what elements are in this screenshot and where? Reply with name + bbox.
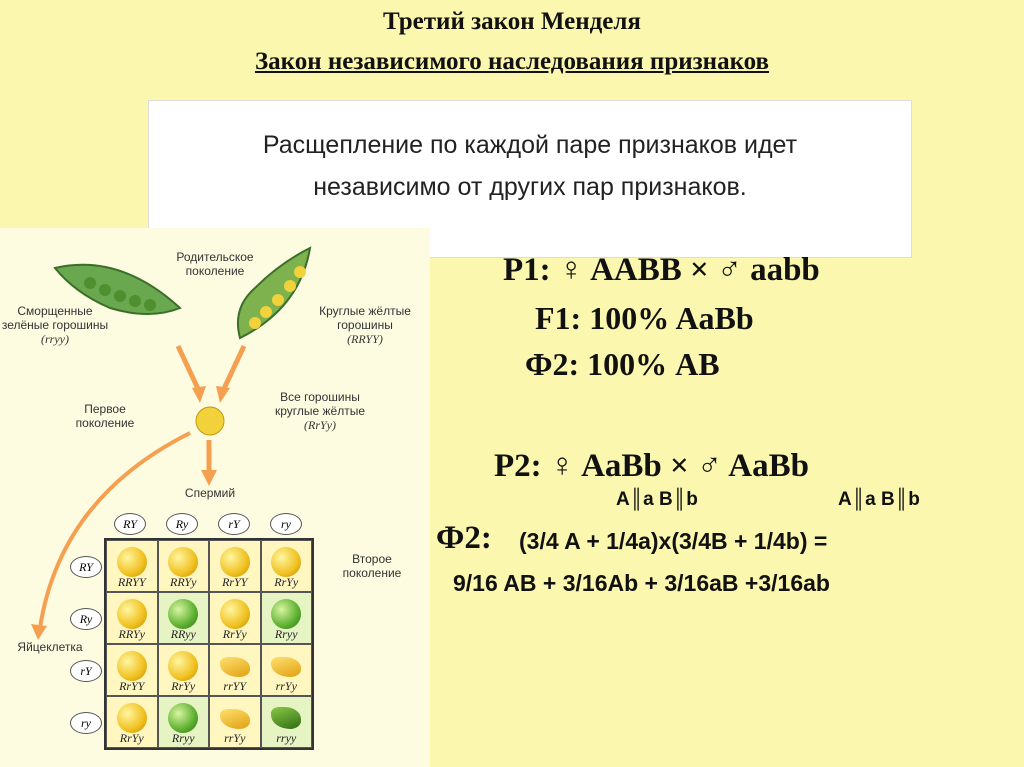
genotype-label: (RrYy) [304, 418, 336, 432]
female-gamete-rY: rY [70, 660, 102, 682]
genotype-label: RrYy [274, 575, 299, 589]
pea-icon [219, 547, 250, 577]
female-gamete-RY: RY [70, 556, 102, 578]
punnett-cell: RrYY [209, 540, 261, 592]
punnett-cell: Rryy [157, 696, 209, 748]
page-title: Третий закон Менделя [383, 8, 641, 35]
genotype-label: RrYY [222, 575, 248, 589]
genotype-label: RRYy [118, 627, 145, 641]
f1-result: F1: 100% AaBb [535, 300, 754, 336]
punnett-cell: RrYY [106, 644, 158, 696]
punnett-cell: RrYy [157, 644, 209, 696]
female-gamete-Ry: Ry [70, 608, 102, 630]
pea-icon [219, 657, 250, 677]
pea-icon [168, 547, 199, 577]
genotype-label: RrYY [119, 679, 145, 693]
phi2b-label: Ф2: [436, 520, 492, 556]
pea-icon [219, 599, 250, 629]
phi2b-expression: (3/4 A + 1/4a)x(3/4B + 1/4b) = [519, 528, 828, 554]
male-gamete-ry: ry [270, 513, 302, 535]
genotype-label: rrYy [275, 679, 297, 693]
female-gamete-ry: ry [70, 712, 102, 734]
genotype-label: rryy [276, 731, 297, 745]
egg-caption: Яйцеклетка [17, 640, 83, 654]
caption-line: зелёные горошины [1, 318, 109, 332]
pea-icon [116, 651, 147, 681]
genotype-label: RrYy [171, 679, 196, 693]
male-gamete-RY: RY [114, 513, 146, 535]
phi2-result: Ф2: 100% AB [525, 346, 720, 382]
caption-line: Первое [84, 402, 126, 416]
genotype-label: RRyy [170, 627, 196, 641]
male-gamete-rY: rY [218, 513, 250, 535]
p2-cross: P2: ♀ AaBb × ♂ AaBb [494, 448, 809, 484]
genotype-label: Rryy [171, 731, 195, 745]
punnett-cell: rrYy [260, 644, 312, 696]
punnett-cell: rryy [260, 696, 312, 748]
punnett-cell: rrYy [209, 696, 261, 748]
pea-icon [271, 657, 302, 677]
genotype-label: RrYy [119, 731, 144, 745]
punnett-cell: RRYy [106, 592, 158, 644]
genotype-label: RrYy [222, 627, 247, 641]
genotype-label: (RRYY) [347, 332, 383, 346]
second-gen-caption: Второе поколение [322, 552, 422, 580]
caption-line: горошины [337, 318, 393, 332]
f2-result-ratio: 9/16 AB + 3/16Ab + 3/16aB +3/16ab [453, 570, 830, 596]
all-peas-caption: Все горошины круглые жёлтые (RrYy) [255, 390, 385, 432]
pod-arrows-art [31, 246, 312, 640]
rule-line-1: Расщепление по каждой паре признаков иде… [262, 131, 798, 159]
punnett-cell: RrYy [106, 696, 158, 748]
genotype-label: RRYy [170, 575, 197, 589]
pea-icon [168, 651, 199, 681]
punnett-cell: RrYy [209, 592, 261, 644]
pea-icon [168, 599, 199, 629]
genotype-label: RRYY [117, 575, 146, 589]
pea-icon [271, 599, 302, 629]
pea-icon [271, 547, 302, 577]
genotype-label: rrYy [224, 731, 246, 745]
punnett-cell: rrYY [209, 644, 261, 696]
genotype-label: Rryy [274, 627, 298, 641]
gametes-male: A║a B║b [838, 489, 920, 510]
wrinkled-caption: Сморщенные зелёные горошины (rryy) [0, 304, 110, 346]
pea-icon [271, 707, 302, 729]
punnett-cell: Rryy [260, 592, 312, 644]
rule-line-2: независимо от других пар признаков. [313, 173, 747, 201]
pea-icon [116, 547, 147, 577]
genotype-label: rrYY [223, 679, 247, 693]
first-gen-caption: Первое поколение [60, 402, 150, 430]
caption-line: поколение [342, 566, 402, 580]
caption-line: Круглые жёлтые [319, 304, 411, 318]
caption-line: круглые жёлтые [274, 404, 366, 418]
p1-cross: P1: ♀ AABB × ♂ aabb [503, 252, 820, 288]
parent-gen-caption: Родительское поколение [150, 250, 280, 278]
punnett-cell: RRYy [157, 540, 209, 592]
caption-line: Сморщенные [17, 304, 93, 318]
caption-line: поколение [185, 264, 245, 278]
caption-line: поколение [75, 416, 135, 430]
caption-line: Второе [352, 552, 392, 566]
male-gamete-Ry: Ry [166, 513, 198, 535]
punnett-cell: RrYy [260, 540, 312, 592]
pea-icon [219, 709, 250, 729]
pea-icon [116, 703, 147, 733]
gametes-female: A║a B║b [616, 489, 698, 510]
page-subtitle: Закон независимого наследования признако… [254, 48, 770, 75]
punnett-cell: RRyy [157, 592, 209, 644]
round-caption: Круглые жёлтые горошины (RRYY) [300, 304, 430, 346]
caption-line: Все горошины [280, 390, 360, 404]
sperm-caption: Спермий [184, 486, 236, 500]
caption-line: Родительское [176, 250, 254, 264]
genotype-label: (rryy) [41, 332, 69, 346]
punnett-cell: RRYY [106, 540, 158, 592]
pea-icon [168, 703, 199, 733]
pea-icon [116, 599, 147, 629]
